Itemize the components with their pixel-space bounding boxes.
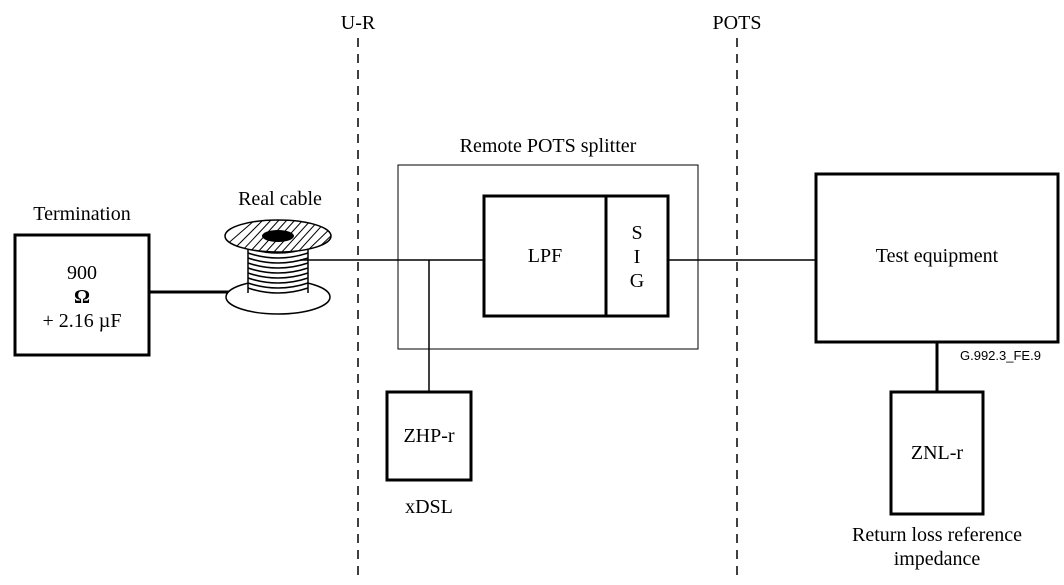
znl-box <box>889 390 985 516</box>
znl-caption-line2: impedance <box>893 548 981 570</box>
cable-spool-icon <box>224 219 332 315</box>
test-equipment-label: Test equipment <box>875 245 999 267</box>
figure-id-label: G.992.3_FE.9 <box>960 348 1041 363</box>
znl-caption-line1: Return loss reference <box>852 524 1022 546</box>
zhp-caption: xDSL <box>405 496 453 518</box>
termination-title: Termination <box>33 203 131 225</box>
termination-unit: Ω <box>73 286 90 308</box>
sig-label-s: S <box>631 222 643 244</box>
splitter-title: Remote POTS splitter <box>459 135 637 157</box>
sig-label-g: G <box>629 270 645 292</box>
ur-interface-label: U-R <box>340 12 376 34</box>
test-equipment-box <box>814 172 1060 344</box>
zhp-label: ZHP-r <box>403 425 455 447</box>
termination-capacitance: + 2.16 µF <box>42 310 122 332</box>
splitter-outline <box>397 164 699 350</box>
termination-value: 900 <box>67 262 97 284</box>
sig-label-i: I <box>633 246 641 268</box>
sig-box <box>604 194 670 318</box>
cable-label: Real cable <box>238 188 322 210</box>
znl-label: ZNL-r <box>910 442 964 464</box>
lpf-label: LPF <box>527 245 563 267</box>
zhp-box <box>385 390 473 482</box>
lpf-box <box>482 194 608 318</box>
pots-interface-label: POTS <box>712 12 762 34</box>
termination-box <box>13 233 151 357</box>
